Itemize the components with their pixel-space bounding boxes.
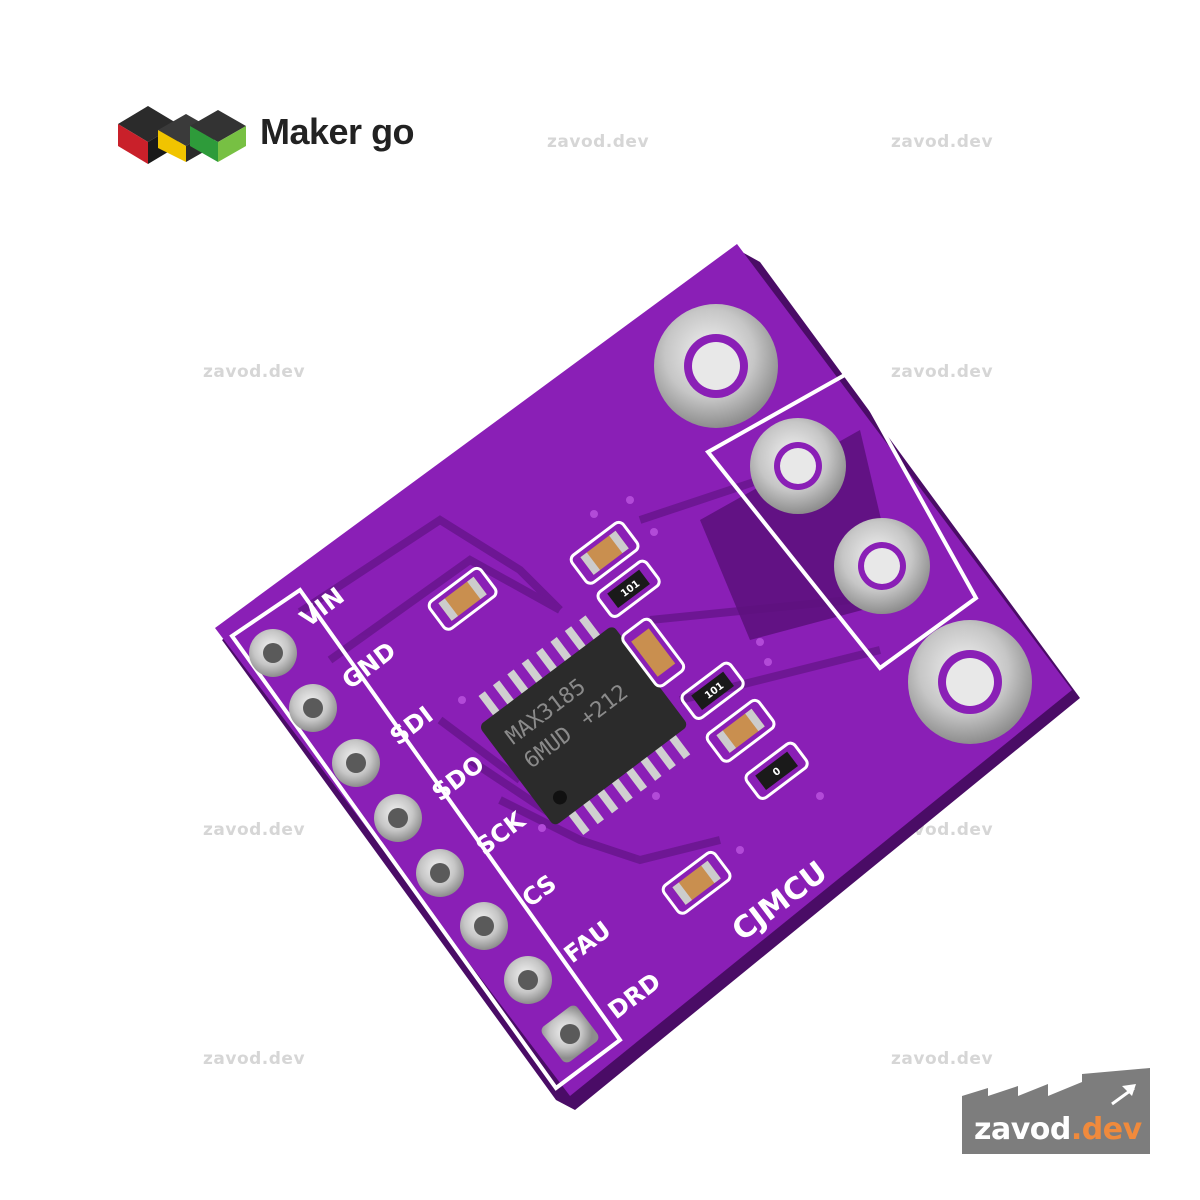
watermark: zavod.dev <box>891 1049 994 1069</box>
watermark: zavod.dev <box>891 132 994 152</box>
maker-go-logo-icon <box>118 106 246 164</box>
smd-resistor: 101 <box>596 559 661 618</box>
watermark: zavod.dev <box>203 820 306 840</box>
badge-text-main: zavod <box>974 1112 1071 1147</box>
smd-capacitors <box>427 520 776 915</box>
watermark: zavod.dev <box>203 1049 306 1069</box>
max31856-chip: MAX3185 6MUD +212 <box>481 627 687 825</box>
zavod-badge-text: zavod.dev <box>974 1112 1142 1147</box>
watermark: zavod.dev <box>203 362 306 382</box>
smd-resistor: 0 <box>744 741 809 800</box>
watermark: zavod.dev <box>547 132 650 152</box>
watermark: zavod.dev <box>891 362 994 382</box>
brand-name: Maker go <box>260 111 415 152</box>
header-pin-pads <box>249 629 599 1063</box>
thermocouple-terminal-pads <box>654 304 1032 744</box>
brand-logo: Maker go <box>118 96 415 168</box>
badge-text-accent: .dev <box>1070 1112 1142 1147</box>
terminal-silkscreen <box>704 369 979 671</box>
zavod-badge-icon <box>962 1068 1150 1154</box>
